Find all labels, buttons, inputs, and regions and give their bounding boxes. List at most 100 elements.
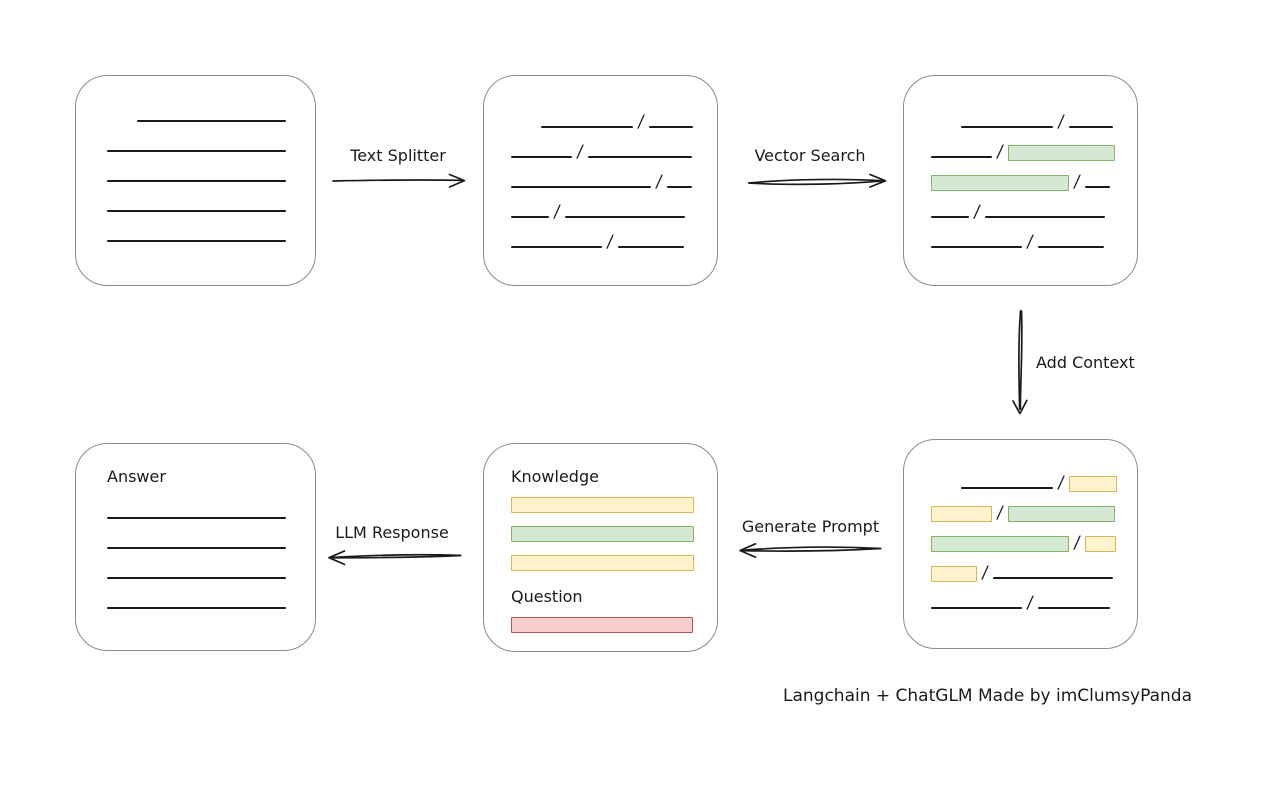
chunk-row: / bbox=[931, 222, 1119, 252]
green-chunk bbox=[931, 175, 1069, 191]
split-chunks-box: / / / / / bbox=[483, 75, 718, 286]
text-line-segment bbox=[564, 216, 685, 218]
vector-search-arrow bbox=[748, 173, 887, 188]
credit-text: Langchain + ChatGLM Made by imClumsyPand… bbox=[783, 686, 1192, 706]
search-result-lines: ///// bbox=[904, 76, 1137, 285]
text-line-segment bbox=[107, 180, 286, 182]
text-line-segment bbox=[931, 246, 1022, 248]
text-line-segment bbox=[107, 210, 286, 212]
text-line-segment bbox=[1068, 126, 1113, 128]
prompt-box: Knowledge Question bbox=[483, 443, 718, 652]
chunk-row: / bbox=[931, 102, 1119, 132]
slash-separator: / bbox=[575, 142, 585, 162]
llm-response-label: LLM Response bbox=[335, 523, 449, 542]
add-context-label: Add Context bbox=[1036, 353, 1135, 372]
text-splitter-label: Text Splitter bbox=[350, 146, 446, 165]
chunk-row: / bbox=[511, 222, 699, 252]
chunk-row: / bbox=[511, 102, 699, 132]
text-line-segment bbox=[648, 126, 693, 128]
add-context-arrow bbox=[1012, 310, 1028, 415]
green-chunk bbox=[1007, 506, 1115, 522]
knowledge-label: Knowledge bbox=[511, 467, 599, 486]
answer-label: Answer bbox=[107, 467, 166, 486]
llm-response-arrow bbox=[328, 550, 462, 566]
document-lines bbox=[76, 76, 315, 285]
generate-prompt-arrow bbox=[739, 542, 882, 559]
text-line-segment bbox=[1037, 607, 1110, 609]
text-line-segment bbox=[984, 216, 1105, 218]
vector-search-label: Vector Search bbox=[754, 146, 866, 165]
red-bar bbox=[511, 617, 693, 633]
slash-separator: / bbox=[605, 232, 615, 252]
chunk-row bbox=[107, 523, 295, 553]
chunk-row bbox=[107, 493, 295, 523]
chunk-row bbox=[107, 553, 295, 583]
slash-separator: / bbox=[636, 112, 646, 132]
chunk-row: / bbox=[511, 162, 699, 192]
text-line-segment bbox=[931, 156, 992, 158]
text-line-segment bbox=[1084, 186, 1110, 188]
green-chunk bbox=[1007, 145, 1115, 161]
text-line-segment bbox=[107, 517, 286, 519]
chunk-row: / bbox=[931, 132, 1119, 162]
slash-separator: / bbox=[995, 503, 1005, 523]
text-line-segment bbox=[666, 186, 692, 188]
text-line-segment bbox=[107, 150, 286, 152]
text-line-segment bbox=[107, 547, 286, 549]
slash-separator: / bbox=[552, 202, 562, 222]
yellow-bar bbox=[511, 497, 694, 513]
chunk-row: / bbox=[931, 192, 1119, 222]
text-line-segment bbox=[511, 246, 602, 248]
text-line-segment bbox=[992, 577, 1113, 579]
chunk-row: / bbox=[931, 162, 1119, 192]
chunk-row bbox=[107, 583, 295, 613]
answer-box: Answer bbox=[75, 443, 316, 651]
chunk-row bbox=[107, 96, 295, 126]
text-line-segment bbox=[137, 120, 286, 122]
text-line-segment bbox=[931, 216, 969, 218]
green-bar bbox=[511, 526, 694, 542]
text-line-segment bbox=[541, 126, 633, 128]
answer-lines bbox=[107, 493, 295, 613]
text-line-segment bbox=[107, 240, 286, 242]
chunk-row: / bbox=[931, 553, 1119, 583]
source-document-box bbox=[75, 75, 316, 286]
slash-separator: / bbox=[1056, 473, 1066, 493]
text-splitter-arrow bbox=[332, 173, 466, 188]
chunk-row: / bbox=[511, 192, 699, 222]
text-line-segment bbox=[1037, 246, 1104, 248]
text-line-segment bbox=[587, 156, 692, 158]
green-chunk bbox=[931, 536, 1069, 552]
knowledge-bars bbox=[511, 497, 697, 571]
yellow-chunk bbox=[1068, 476, 1117, 492]
text-line-segment bbox=[961, 487, 1053, 489]
vector-search-results-box: ///// bbox=[903, 75, 1138, 286]
yellow-chunk bbox=[931, 566, 977, 582]
text-line-segment bbox=[617, 246, 684, 248]
text-line-segment bbox=[931, 607, 1022, 609]
chunk-row: / bbox=[931, 493, 1119, 523]
chunk-row: / bbox=[931, 583, 1119, 613]
text-line-segment bbox=[511, 156, 572, 158]
generate-prompt-label: Generate Prompt bbox=[741, 517, 880, 536]
chunk-row bbox=[107, 156, 295, 186]
context-chunks-box: ///// bbox=[903, 439, 1138, 649]
context-chunk-lines: ///// bbox=[904, 440, 1137, 648]
question-bars bbox=[511, 617, 697, 633]
chunk-row: / bbox=[931, 463, 1119, 493]
slash-separator: / bbox=[654, 172, 664, 192]
yellow-chunk bbox=[1084, 536, 1116, 552]
chunk-row: / bbox=[931, 523, 1119, 553]
slash-separator: / bbox=[1025, 232, 1035, 252]
split-chunk-lines: / / / / / bbox=[484, 76, 717, 285]
text-line-segment bbox=[511, 216, 549, 218]
text-line-segment bbox=[511, 186, 651, 188]
text-line-segment bbox=[107, 607, 286, 609]
question-label: Question bbox=[511, 587, 583, 606]
slash-separator: / bbox=[980, 563, 990, 583]
slash-separator: / bbox=[995, 142, 1005, 162]
text-line-segment bbox=[107, 577, 286, 579]
slash-separator: / bbox=[1025, 593, 1035, 613]
slash-separator: / bbox=[1072, 172, 1082, 192]
